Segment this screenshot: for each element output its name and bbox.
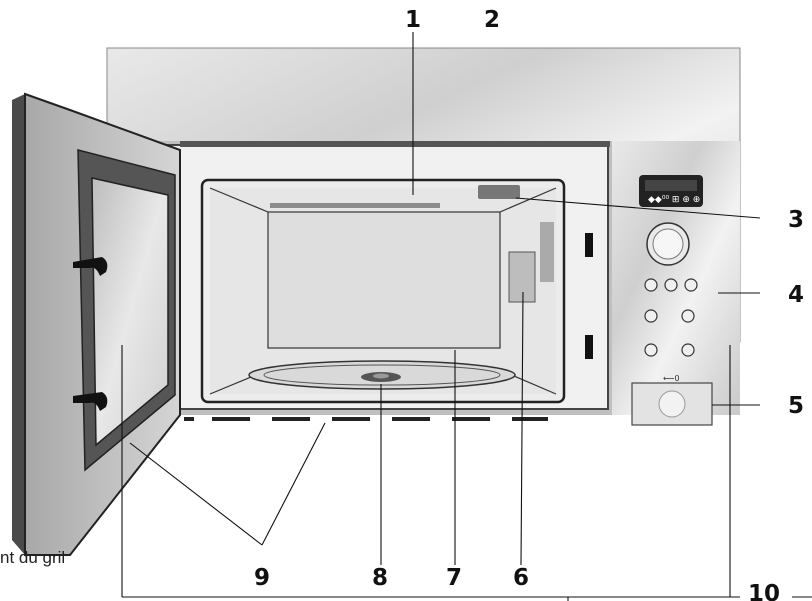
callout-7: 7 — [446, 565, 462, 591]
leader-lines — [121, 32, 812, 601]
callout-5: 5 — [788, 393, 804, 419]
door-window — [91, 177, 169, 447]
callout-9: 9 — [254, 565, 270, 591]
callout-1: 1 — [405, 7, 421, 33]
door-open-symbol: ⟵0 — [663, 374, 680, 383]
callout-6: 6 — [513, 565, 529, 591]
button-6[interactable] — [644, 343, 658, 357]
side-vent-grid — [540, 222, 554, 282]
button-3[interactable] — [684, 278, 698, 292]
control-buttons — [644, 278, 698, 357]
open-door — [12, 92, 181, 556]
door-hook-top — [73, 257, 108, 276]
callout-8: 8 — [372, 565, 388, 591]
display: ◆◆⁰⁰ ⊞ ⊕ ⊕ — [639, 175, 703, 207]
top-vent — [180, 141, 610, 147]
latch-hole-bottom — [585, 335, 593, 359]
door-hook-bottom — [73, 392, 108, 411]
callout-4: 4 — [788, 282, 804, 308]
button-4[interactable] — [644, 309, 658, 323]
waveguide-cover — [508, 251, 536, 303]
button-7[interactable] — [681, 343, 695, 357]
left-caption: nt du gril — [0, 548, 65, 567]
top-vent-grid — [478, 185, 520, 199]
latch-hole-top — [585, 233, 593, 257]
callout-2: 2 — [484, 7, 500, 33]
oven-cavity — [200, 178, 566, 404]
door-open-button[interactable]: ⟵0 — [631, 374, 713, 426]
display-icons: ◆◆⁰⁰ ⊞ ⊕ ⊕ — [648, 195, 700, 205]
grill-element — [270, 203, 440, 208]
button-1[interactable] — [644, 278, 658, 292]
callout-3: 3 — [788, 207, 804, 233]
back-wall — [267, 211, 501, 349]
button-2[interactable] — [664, 278, 678, 292]
callout-10: 10 — [748, 581, 780, 601]
button-5[interactable] — [681, 309, 695, 323]
